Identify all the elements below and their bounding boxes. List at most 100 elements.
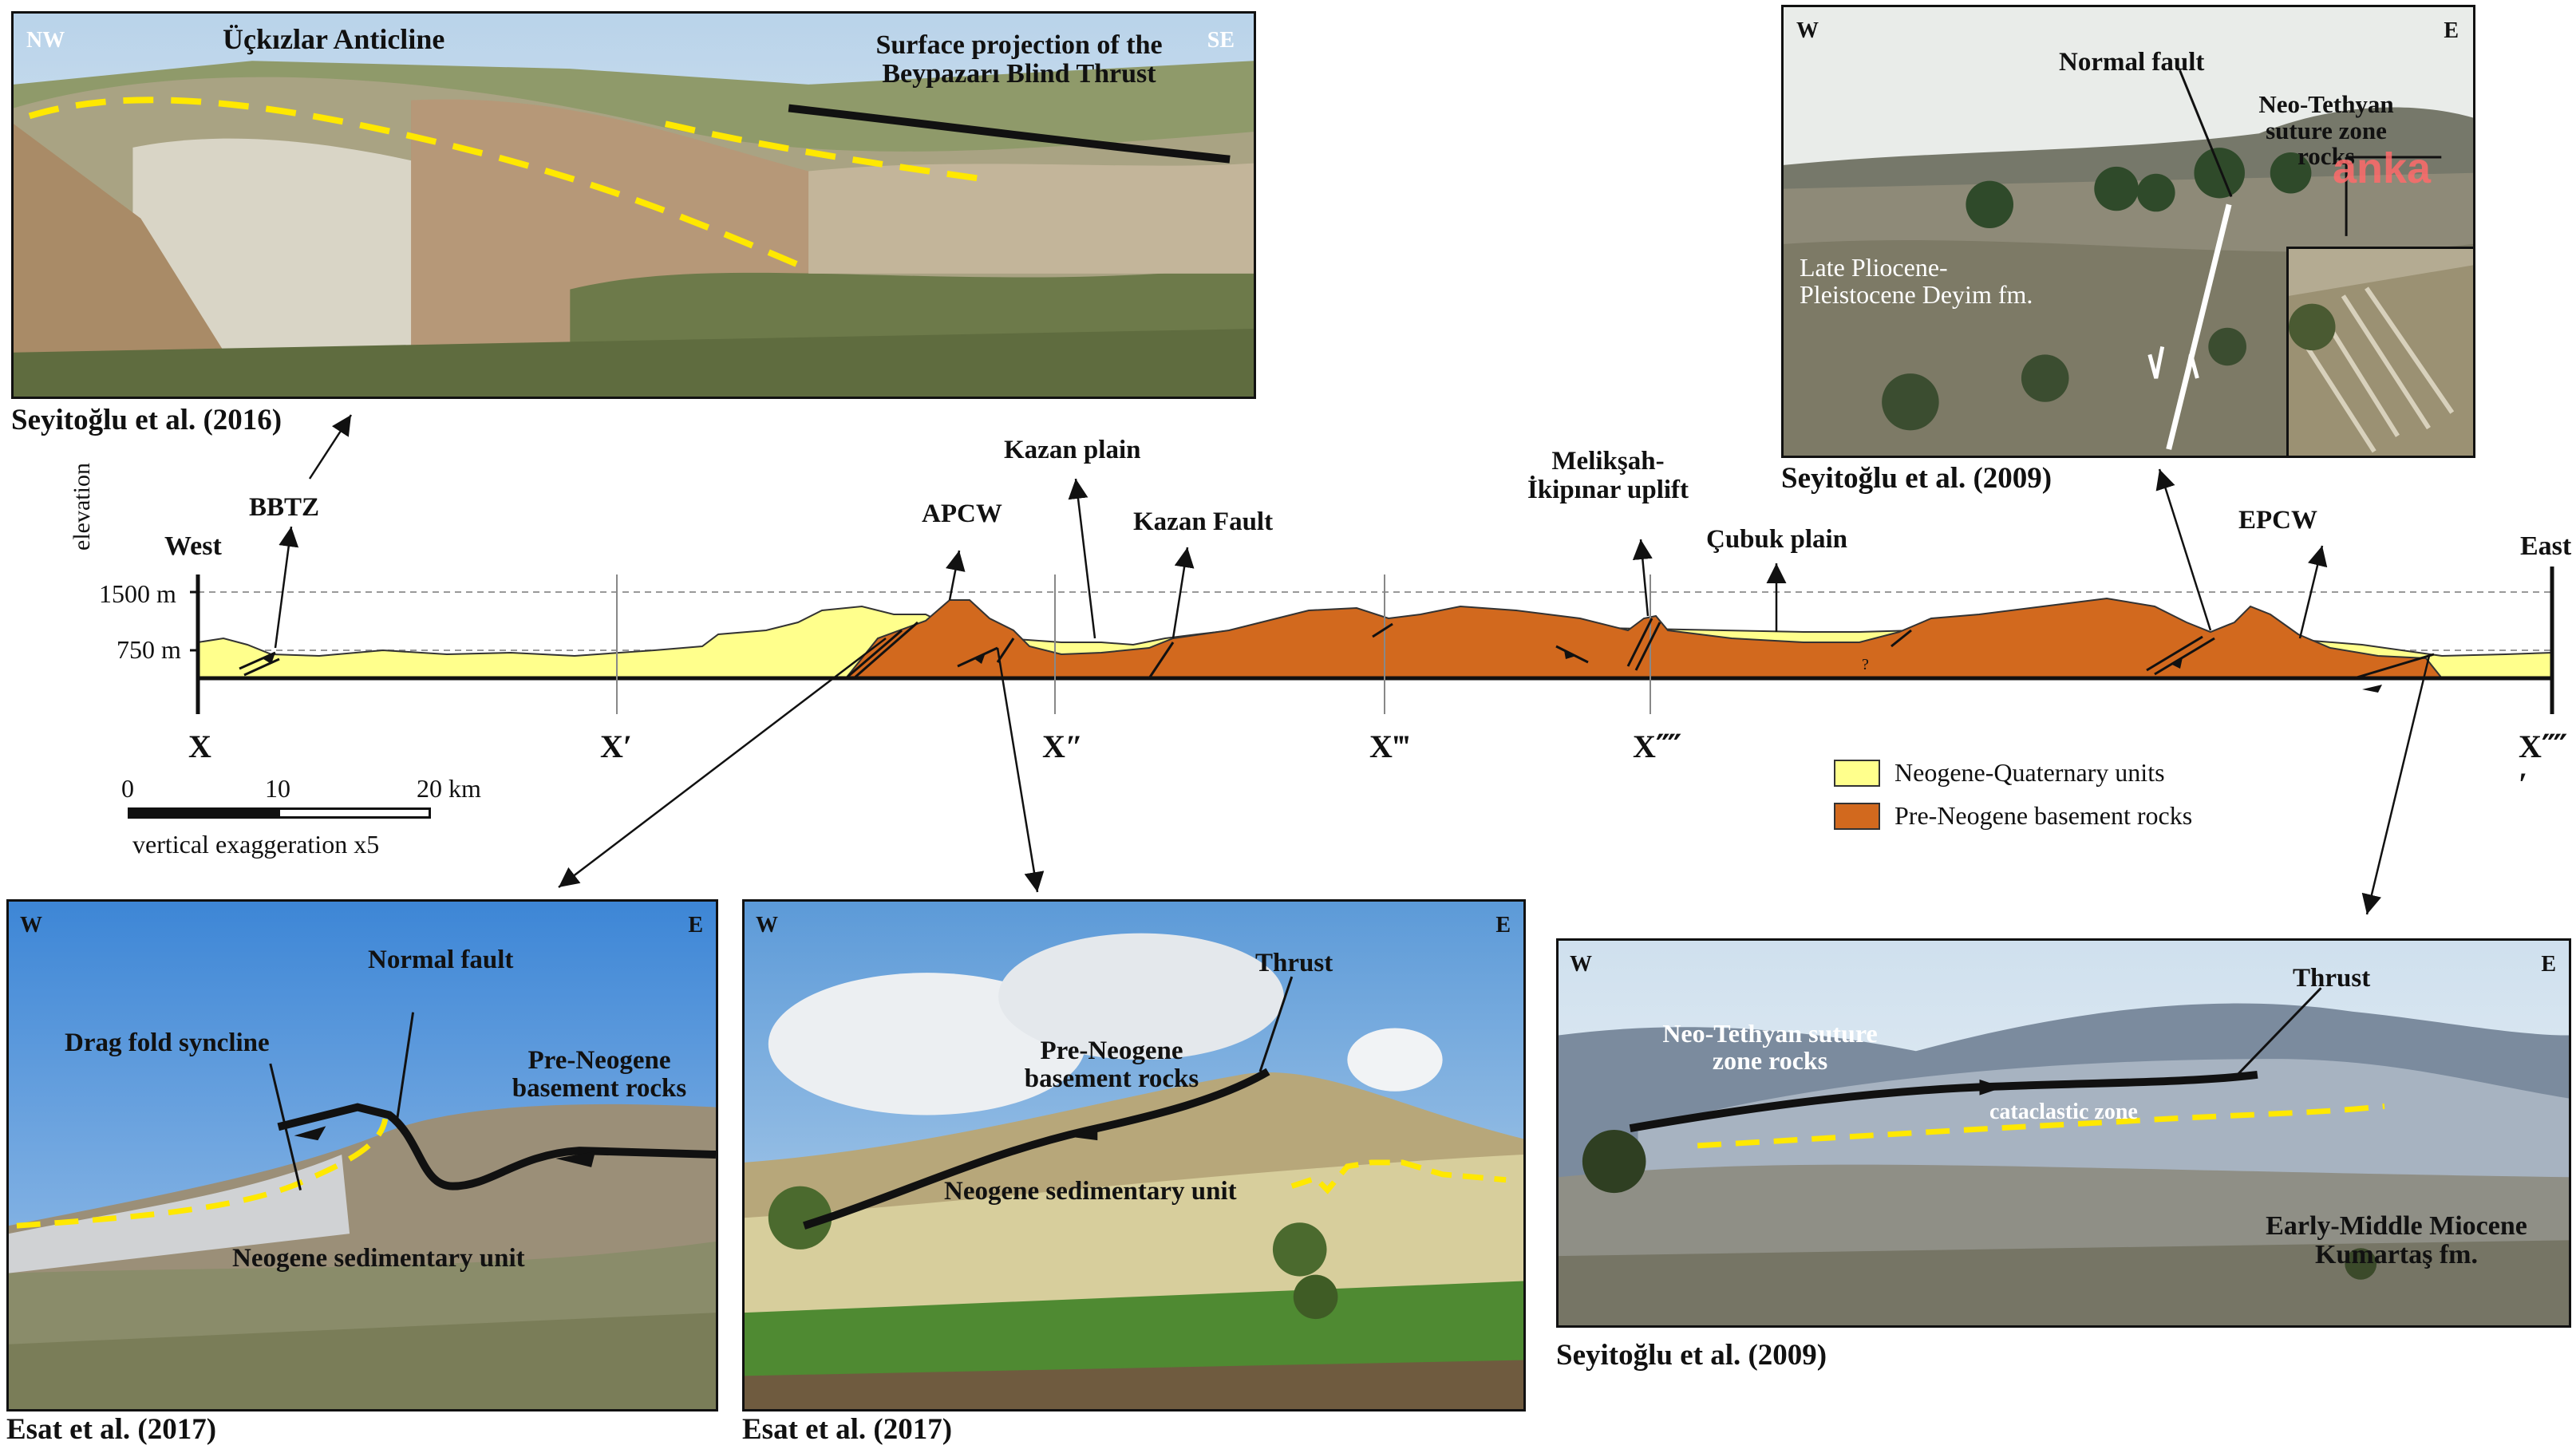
- question-mark: ?: [1862, 656, 1869, 673]
- bedding-trace-dashed: [1290, 1159, 1507, 1194]
- direction-w-label: W: [1796, 18, 1819, 43]
- point-x-prime: X′: [600, 728, 633, 764]
- photo-overlay: [16, 1012, 716, 1229]
- caption-seyitoglu-2009-top: Seyitoğlu et al. (2009): [1781, 462, 2053, 495]
- direction-w-label: W: [20, 913, 42, 938]
- thrust-label: Thrust: [2293, 964, 2371, 993]
- vertical-exaggeration-note: vertical exaggeration x5: [132, 830, 380, 859]
- inset-pointer: [2345, 156, 2442, 236]
- kazan-fault-label: Kazan Fault: [1133, 507, 1274, 536]
- caption-seyitoglu-2016: Seyitoğlu et al. (2016): [11, 404, 282, 436]
- suture-zone-label: Neo-Tethyan suture zone rocks: [2258, 90, 2394, 171]
- caption-esat-2017-middle: Esat et al. (2017): [742, 1413, 953, 1446]
- scale-tick-20: 20 km: [417, 774, 481, 803]
- direction-se-label: SE: [1207, 28, 1235, 53]
- neogene-unit-label: Neogene sedimentary unit: [232, 1244, 525, 1273]
- suture-zone-label: Neo-Tethyan suture zone rocks: [1662, 1019, 1878, 1075]
- normal-fault-label: Normal fault: [2059, 48, 2205, 77]
- direction-nw-label: NW: [26, 28, 65, 53]
- basement-rocks-label: Pre-Neogene basement rocks: [1024, 1036, 1199, 1093]
- neogene-unit-label: Neogene sedimentary unit: [944, 1177, 1237, 1206]
- photo-normal-fault-deyim: W E Normal fault Neo-Tethyan suture zone…: [1781, 5, 2475, 458]
- direction-e-label: E: [688, 913, 703, 938]
- scale-tick-0: 0: [121, 774, 134, 803]
- fault-motion-arrow: [294, 1126, 326, 1141]
- pre-neogene-basement: [844, 597, 2444, 679]
- photo-landscape: [745, 902, 1523, 1409]
- bbtz-label: BBTZ: [249, 493, 320, 522]
- direction-w-label: W: [756, 913, 778, 938]
- kazan-plain-label: Kazan plain: [1004, 436, 1141, 464]
- photo-overlay: [28, 97, 1231, 269]
- photo-overlay: [803, 976, 1507, 1230]
- photo-landscape: [1559, 941, 2569, 1325]
- photo-cataclastic-zone: W E Thrust Neo-Tethyan suture zone rocks…: [1556, 938, 2571, 1328]
- fault-motion-arrow-up: [2183, 353, 2199, 387]
- point-x-quintuple-prime: X⁗′: [2519, 728, 2568, 802]
- blind-thrust-projection-line: [788, 104, 1231, 164]
- cataclastic-zone-label: cataclastic zone: [1989, 1100, 2138, 1124]
- basement-rocks-label: Pre-Neogene basement rocks: [512, 1046, 687, 1103]
- tick-label-1500: 1500 m: [99, 579, 176, 608]
- caption-seyitoglu-2009-bottom: Seyitoğlu et al. (2009): [1556, 1339, 1827, 1372]
- point-x-triple-prime: X‴: [1369, 728, 1410, 764]
- direction-w-label: W: [1570, 952, 1592, 977]
- fault-motion-arrow-down: [2147, 345, 2165, 379]
- legend-label-basement: Pre-Neogene basement rocks: [1894, 801, 2193, 830]
- epcw-label: EPCW: [2238, 506, 2317, 535]
- arrow-bbtz-to-photo: [308, 414, 353, 480]
- direction-e-label: E: [1495, 913, 1511, 938]
- photo-overlay: [1629, 987, 2385, 1149]
- anka-watermark: anka: [2333, 144, 2432, 192]
- scale-bar-fill: [130, 810, 280, 816]
- photo-thrust-kazan: W E Thrust Pre-Neogene basement rocks Ne…: [742, 899, 1526, 1411]
- elevation-axis-label: elevation: [69, 463, 95, 551]
- normal-fault-line: [2166, 203, 2232, 450]
- legend-swatch-basement: [1834, 803, 1880, 830]
- scale-bar: [128, 807, 431, 819]
- uckizlar-anticline-label: Üçkızlar Anticline: [223, 23, 445, 55]
- thrust-pointer: [2232, 987, 2322, 1080]
- meliksah-ikipinar-uplift-label: Melikşah-İkipınar uplift: [1527, 447, 1689, 505]
- photo-overlay: [2147, 69, 2442, 450]
- east-label: East: [2520, 531, 2572, 561]
- drag-fold-pointer: [269, 1063, 302, 1190]
- blind-thrust-label: Surface projection of the Beypazarı Blin…: [875, 30, 1163, 89]
- caption-esat-2017-left: Esat et al. (2017): [6, 1413, 217, 1446]
- photo-landscape: [9, 902, 716, 1409]
- legend-label-neogene: Neogene-Quaternary units: [1894, 758, 2165, 787]
- point-x-quadruple-prime: X⁗: [1633, 728, 1682, 764]
- kumartas-fm-label: Early-Middle Miocene Kumartaş fm.: [2266, 1211, 2527, 1269]
- photo-landscape: [14, 14, 1254, 397]
- west-label: West: [164, 531, 222, 561]
- direction-e-label: E: [2444, 18, 2459, 43]
- legend-swatch-neogene: [1834, 760, 1880, 787]
- thrust-motion-arrow: [1979, 1079, 2004, 1096]
- scale-tick-10: 10: [265, 774, 290, 803]
- point-x-double-prime: X″: [1042, 728, 1083, 764]
- normal-fault-pointer: [396, 1012, 415, 1119]
- point-x: X: [188, 728, 211, 764]
- apcw-label: APCW: [922, 499, 1002, 528]
- cataclastic-base-dashed: [1697, 1103, 2385, 1149]
- normal-fault-pointer: [2179, 69, 2233, 198]
- inset-photo: [2286, 247, 2473, 456]
- photo-uckizlar-anticline: NW SE Üçkızlar Anticline Surface project…: [11, 11, 1256, 399]
- cross-section: [190, 567, 2554, 714]
- anticline-trace-dashed-2: [664, 120, 984, 183]
- deyim-fm-label: Late Pliocene-Pleistocene Deyim fm.: [1800, 253, 2033, 309]
- normal-fault-label: Normal fault: [368, 946, 514, 974]
- fault-motion-arrow-2: [555, 1151, 596, 1167]
- direction-e-label: E: [2541, 952, 2556, 977]
- photo-drag-fold-syncline: W E Normal fault Drag fold syncline Pre-…: [6, 899, 718, 1411]
- thrust-pointer: [1258, 976, 1294, 1072]
- tick-label-750: 750 m: [117, 635, 181, 664]
- cubuk-plain-label: Çubuk plain: [1706, 525, 1848, 554]
- thrust-trace: [803, 1068, 1270, 1230]
- syncline-trace-dashed: [16, 1118, 389, 1229]
- thrust-label: Thrust: [1255, 949, 1333, 977]
- thrust-motion-arrow: [1073, 1124, 1098, 1141]
- drag-fold-syncline-label: Drag fold syncline: [65, 1029, 270, 1057]
- anticline-trace-dashed: [28, 97, 802, 269]
- normal-fault-trace: [277, 1103, 716, 1190]
